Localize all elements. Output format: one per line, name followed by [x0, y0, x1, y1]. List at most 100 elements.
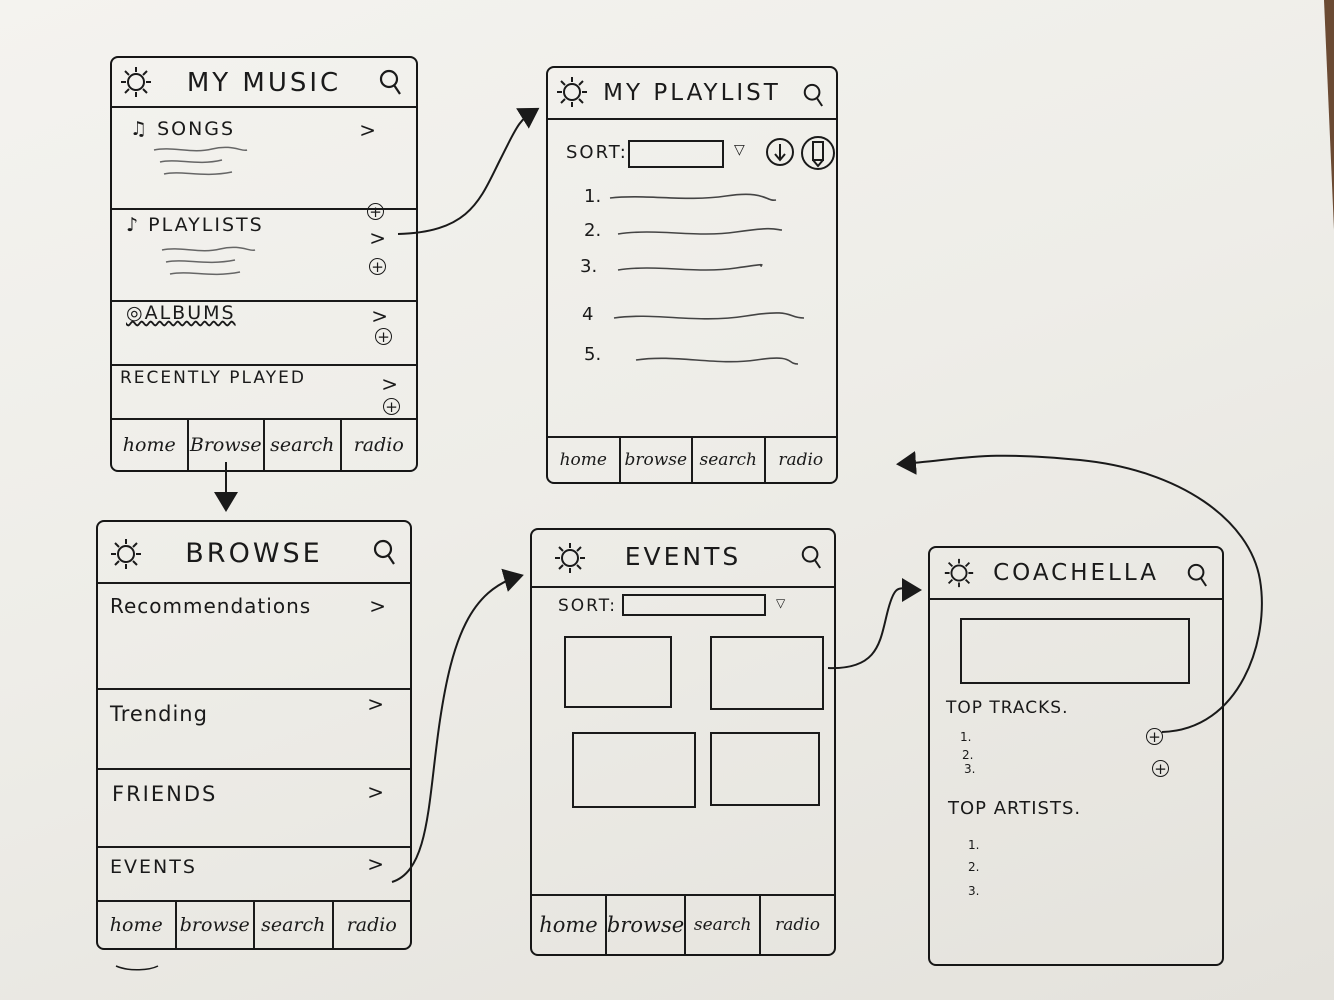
settings-icon[interactable] — [554, 74, 590, 110]
chevron-right-icon[interactable]: > — [367, 692, 384, 716]
browse-header: BROWSE — [98, 522, 410, 584]
playlist-scribbles — [609, 193, 805, 365]
events-header: EVENTS — [532, 530, 834, 588]
row-playlists[interactable]: ♪ PLAYLISTS > + — [112, 208, 416, 302]
sort-select[interactable] — [628, 140, 724, 168]
events-tabbar: home browse search radio — [532, 894, 834, 954]
events-title: EVENTS — [624, 542, 742, 571]
settings-icon[interactable] — [118, 64, 154, 100]
row-friends[interactable]: FRIENDS > — [98, 768, 410, 848]
chevron-right-icon[interactable]: > — [369, 594, 386, 618]
row-songs[interactable]: ♫ SONGS > + — [112, 106, 416, 220]
tab-radio[interactable]: radio — [353, 434, 404, 456]
search-icon[interactable] — [800, 544, 822, 570]
row-albums[interactable]: ◎ALBUMS > + — [112, 300, 416, 366]
event-card[interactable] — [710, 732, 820, 806]
playlist-item-number: 3. — [580, 256, 598, 277]
chevron-right-icon[interactable]: > — [359, 118, 376, 142]
track-number: 1. — [960, 730, 972, 744]
artist-number: 1. — [968, 838, 980, 852]
tab-radio[interactable]: radio — [775, 915, 820, 935]
my-music-title: MY MUSIC — [186, 68, 342, 98]
top-artists-label: TOP ARTISTS. — [948, 798, 1082, 819]
row-playlists-label: ♪ PLAYLISTS — [126, 214, 264, 236]
search-icon[interactable] — [1186, 562, 1208, 588]
browse-tabbar: home browse search radio — [98, 900, 410, 948]
row-albums-label: ◎ALBUMS — [126, 302, 236, 324]
row-events-label: EVENTS — [110, 856, 197, 878]
tab-search[interactable]: search — [693, 438, 766, 482]
tab-home[interactable]: home — [532, 896, 607, 954]
tab-browse[interactable]: browse — [607, 896, 687, 954]
row-recently-played[interactable]: RECENTLY PLAYED > + — [112, 364, 416, 420]
row-songs-label: ♫ SONGS — [130, 118, 236, 140]
search-icon[interactable] — [802, 82, 824, 108]
playlist-item-number: 1. — [584, 186, 602, 207]
settings-icon[interactable] — [108, 536, 144, 572]
download-icon[interactable] — [764, 136, 796, 168]
plus-icon[interactable]: + — [383, 398, 400, 415]
tab-browse[interactable]: Browse — [189, 420, 265, 470]
browse-title: BROWSE — [185, 538, 323, 569]
scribble-lines — [161, 246, 256, 276]
plus-icon[interactable]: + — [1152, 760, 1169, 777]
my-playlist-screen: MY PLAYLIST SORT: ▽ 1. 2. 3. 4 5. home b… — [546, 66, 838, 484]
track-number: 2. — [962, 748, 974, 762]
artist-number: 2. — [968, 860, 980, 874]
top-tracks-label: TOP TRACKS. — [946, 698, 1069, 718]
sort-select[interactable] — [622, 594, 766, 616]
tab-home[interactable]: home — [548, 438, 621, 482]
track-number: 3. — [964, 762, 976, 776]
plus-icon[interactable]: + — [375, 328, 392, 345]
row-trending-label: Trending — [110, 702, 208, 726]
row-recently-played-label: RECENTLY PLAYED — [120, 368, 306, 388]
tab-search[interactable]: search — [686, 896, 762, 954]
chevron-right-icon[interactable]: > — [367, 852, 384, 876]
tab-browse[interactable]: browse — [621, 438, 693, 482]
event-card[interactable] — [710, 636, 824, 710]
settings-icon[interactable] — [552, 540, 588, 576]
my-music-header: MY MUSIC — [112, 58, 416, 108]
plus-icon[interactable]: + — [369, 258, 386, 275]
row-friends-label: FRIENDS — [112, 782, 218, 806]
my-playlist-header: MY PLAYLIST — [548, 68, 836, 120]
row-events[interactable]: EVENTS > — [98, 846, 410, 902]
artist-number: 3. — [968, 884, 980, 898]
event-banner — [960, 618, 1190, 684]
chevron-right-icon[interactable]: > — [371, 304, 388, 328]
sort-label: SORT: — [558, 596, 617, 616]
coachella-screen: COACHELLA TOP TRACKS. 1. 2. 3. + + TOP A… — [928, 546, 1224, 966]
search-icon[interactable] — [372, 538, 396, 566]
tab-radio[interactable]: radio — [346, 914, 397, 936]
row-recommendations-label: Recommendations — [110, 594, 312, 618]
delete-icon[interactable] — [800, 134, 836, 172]
playlist-item-number: 5. — [584, 344, 602, 365]
row-recommendations[interactable]: Recommendations > — [98, 582, 410, 690]
coachella-header: COACHELLA — [930, 548, 1222, 600]
tab-home[interactable]: home — [112, 420, 189, 470]
tab-search[interactable]: search — [255, 902, 334, 948]
chevron-right-icon[interactable]: > — [369, 226, 386, 250]
my-music-tabbar: home Browse search radio — [112, 418, 416, 470]
plus-icon[interactable]: + — [367, 203, 384, 220]
tab-search[interactable]: search — [265, 420, 342, 470]
playlist-item-number: 2. — [584, 220, 602, 241]
row-trending[interactable]: Trending > — [98, 688, 410, 770]
chevron-right-icon[interactable]: > — [367, 780, 384, 804]
playlist-item-number: 4 — [582, 304, 594, 325]
my-music-screen: MY MUSIC ♫ SONGS > + ♪ PLAYLISTS > + ◎AL… — [110, 56, 418, 472]
event-card[interactable] — [564, 636, 672, 708]
my-playlist-title: MY PLAYLIST — [603, 80, 781, 106]
scribble-lines — [153, 146, 248, 176]
search-icon[interactable] — [378, 68, 402, 96]
browse-screen: BROWSE Recommendations > Trending > FRIE… — [96, 520, 412, 950]
tab-browse[interactable]: browse — [177, 902, 255, 948]
tab-home[interactable]: home — [98, 902, 177, 948]
dropdown-icon[interactable]: ▽ — [734, 142, 747, 158]
tab-radio[interactable]: radio — [778, 450, 824, 470]
events-screen: EVENTS SORT: ▽ home browse search radio — [530, 528, 836, 956]
chevron-right-icon[interactable]: > — [381, 372, 398, 396]
dropdown-icon[interactable]: ▽ — [776, 596, 788, 610]
event-card[interactable] — [572, 732, 696, 808]
plus-icon[interactable]: + — [1146, 728, 1163, 745]
